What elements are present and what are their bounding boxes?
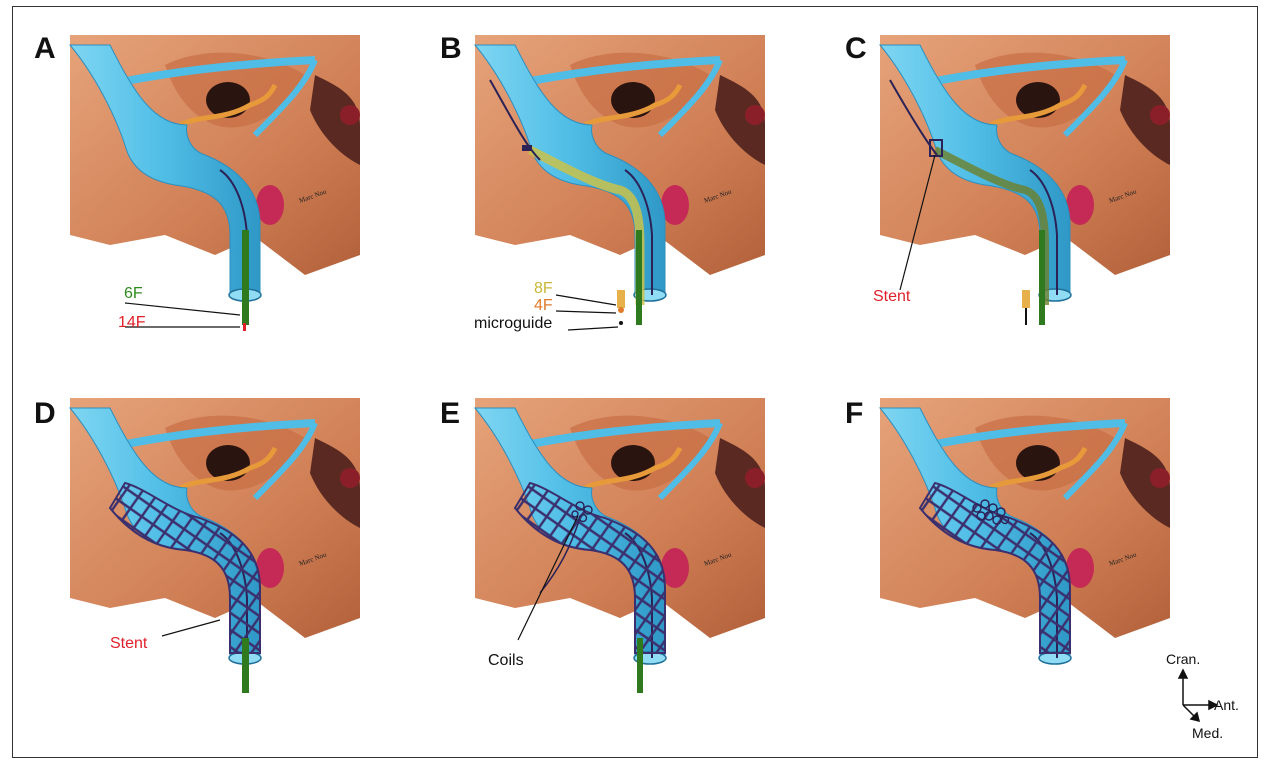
label-4f: 4F	[534, 297, 553, 314]
label-14f: 14F	[118, 314, 146, 331]
panel-f	[880, 398, 1170, 664]
label-med: Med.	[1192, 725, 1223, 741]
6f-sheath	[242, 230, 249, 325]
panel-label-f: F	[845, 397, 863, 430]
panel-label-e: E	[440, 397, 460, 430]
panel-a	[70, 35, 360, 331]
label-8f: 8F	[534, 280, 553, 297]
panel-label-a: A	[34, 32, 56, 65]
label-6f: 6F	[124, 285, 143, 302]
panel-label-c: C	[845, 32, 867, 65]
panel-label-d: D	[34, 397, 56, 430]
label-stent-d: Stent	[110, 635, 148, 652]
panel-label-b: B	[440, 32, 462, 65]
label-stent-c: Stent	[873, 288, 911, 305]
label-coils: Coils	[488, 652, 524, 669]
panel-e	[475, 398, 765, 693]
14f-tip	[243, 323, 246, 331]
label-microguide: microguide	[474, 315, 552, 332]
panel-c	[880, 35, 1170, 325]
orientation-axes	[1179, 670, 1217, 721]
label-ant: Ant.	[1214, 697, 1239, 713]
panel-b	[475, 35, 765, 330]
label-cran: Cran.	[1166, 651, 1200, 667]
